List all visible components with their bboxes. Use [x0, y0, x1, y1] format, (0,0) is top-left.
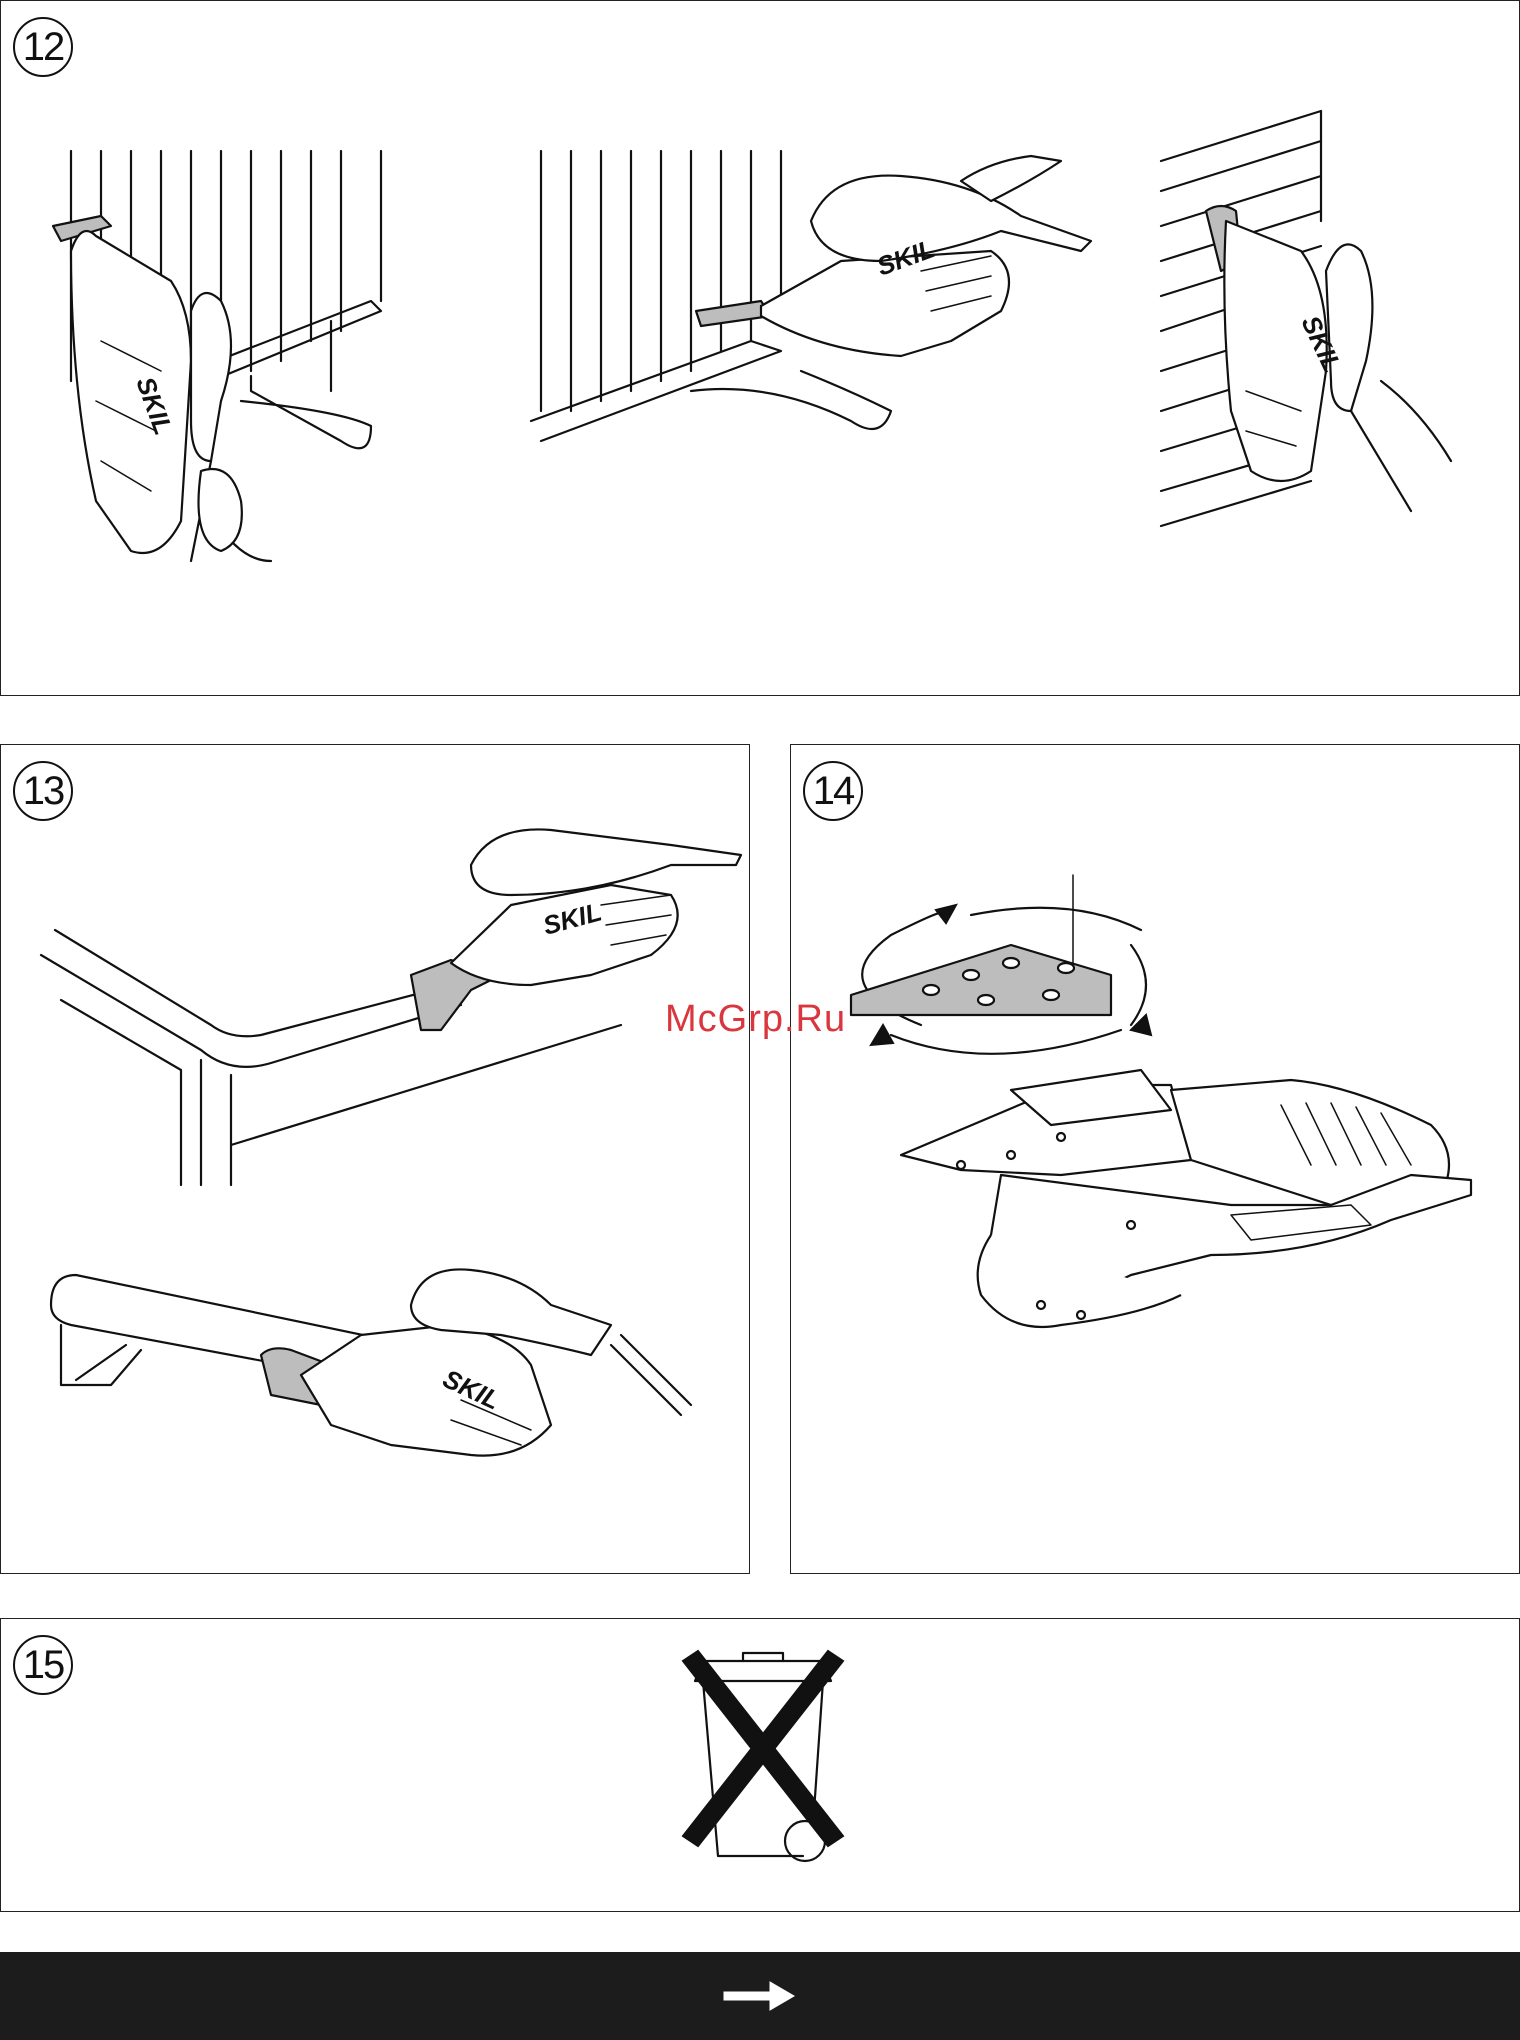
radiator-base-sanding-illustration: SKIL	[521, 141, 1101, 471]
footer-bar	[0, 1952, 1520, 2040]
figure-15-panel: 15	[0, 1618, 1520, 1912]
arrow-right-icon	[720, 1976, 800, 2016]
figure-number-12: 12	[13, 17, 73, 77]
radiator-sanding-illustration: SKIL	[41, 141, 461, 601]
figure-13-panel: 13 SKIL SKIL	[0, 744, 750, 1574]
table-edge-sanding-illustration: SKIL	[31, 785, 731, 1205]
figure-14-panel: 14	[790, 744, 1520, 1574]
figure-12-panel: 12 SKIL	[0, 0, 1520, 696]
louvre-sanding-illustration: SKIL	[1151, 111, 1511, 541]
sanding-sheet-rotation-illustration	[811, 875, 1511, 1435]
watermark-text: McGrp.Ru	[665, 998, 846, 1041]
pipe-sanding-illustration: SKIL	[31, 1265, 731, 1565]
crossed-out-wheelie-bin-icon	[673, 1651, 853, 1871]
figure-number-14: 14	[803, 761, 863, 821]
figure-number-15: 15	[13, 1635, 73, 1695]
